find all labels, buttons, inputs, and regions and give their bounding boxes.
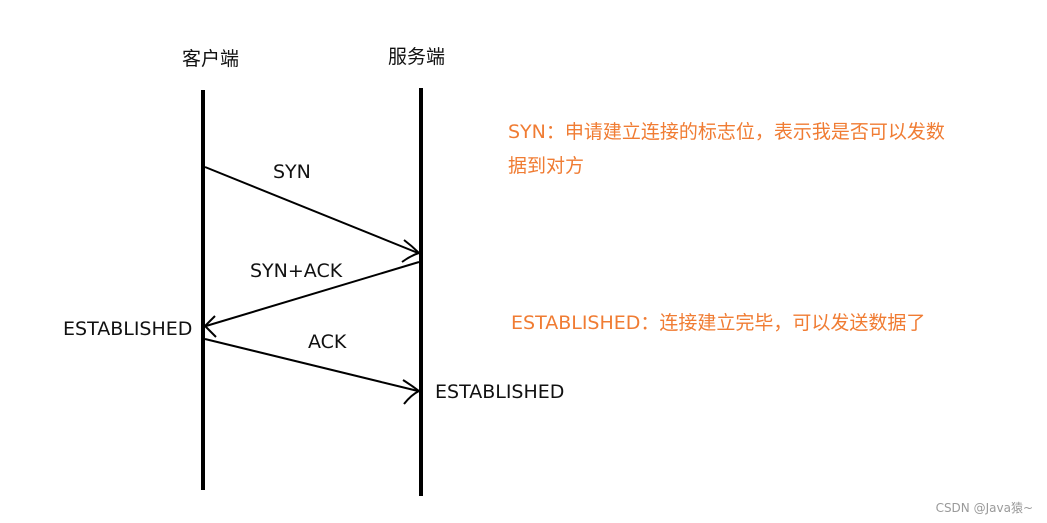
server-established-label: ESTABLISHED [435, 381, 565, 403]
client-title: 客户端 [182, 48, 240, 70]
established-note: ESTABLISHED：连接建立完毕，可以发送数据了 [511, 312, 926, 334]
ack-label: ACK [308, 331, 347, 353]
syn-arrowhead [401, 239, 421, 263]
client-established-label: ESTABLISHED [63, 318, 193, 340]
syn-ack-label: SYN+ACK [250, 260, 343, 282]
ack-arrow-line [204, 338, 419, 392]
syn-label: SYN [273, 161, 311, 183]
watermark: CSDN @Java猿~ [935, 501, 1033, 515]
syn-note-line2: 据到对方 [508, 155, 585, 177]
syn-note-line1: SYN：申请建立连接的标志位，表示我是否可以发数 [508, 121, 945, 143]
ack-arrowhead [402, 379, 421, 405]
syn-ack-arrowhead [203, 315, 217, 338]
syn-arrow-line [204, 166, 419, 254]
server-title: 服务端 [388, 46, 446, 68]
syn-ack-arrow-line [205, 261, 420, 327]
